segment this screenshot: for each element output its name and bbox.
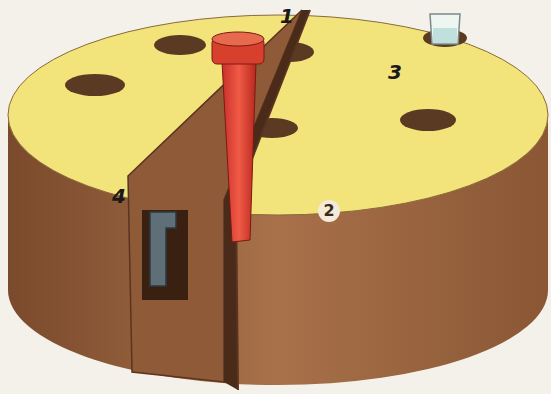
slot (142, 210, 188, 300)
beaker (430, 14, 460, 44)
hole (154, 35, 206, 55)
callout-number: 1 (280, 6, 294, 26)
hole (65, 74, 125, 96)
hole (400, 109, 456, 131)
section-face (128, 10, 302, 382)
beaker-liquid (433, 28, 457, 43)
callout-number: 2 (318, 200, 340, 222)
test-tube-cap-top (212, 32, 264, 46)
electrode-plate (150, 212, 176, 286)
callout-number: 4 (112, 186, 126, 206)
test-tube (222, 62, 256, 242)
callout-number: 3 (388, 62, 402, 82)
